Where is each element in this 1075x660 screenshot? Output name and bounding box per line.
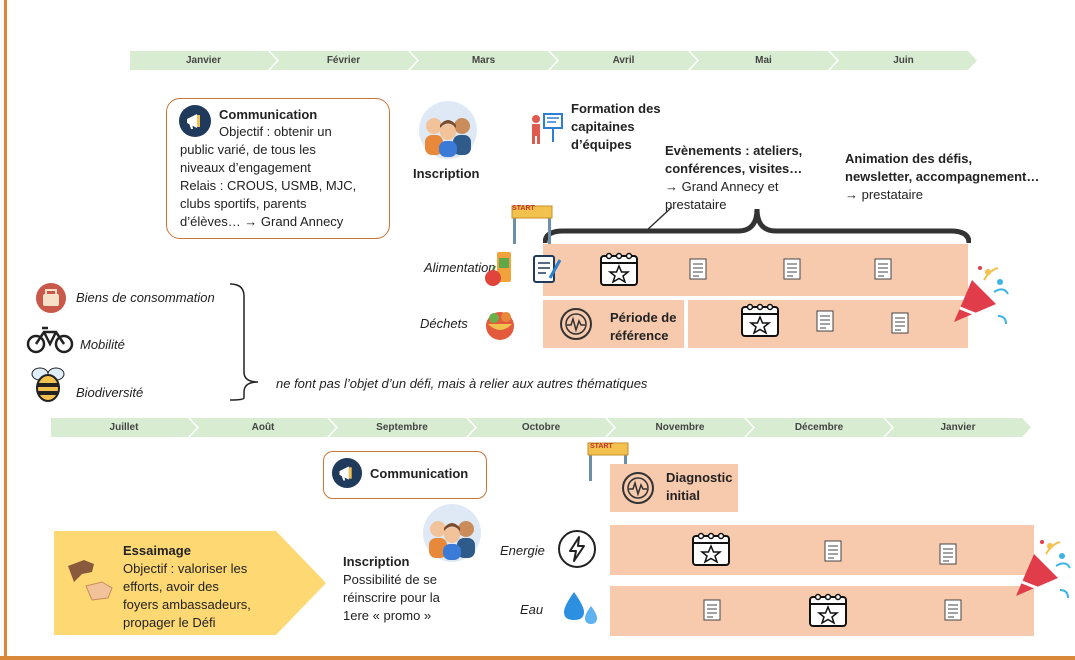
- document-icon: [703, 599, 721, 621]
- start-label: START: [512, 205, 535, 212]
- start-label: START: [590, 443, 613, 450]
- communication-text: Relais : CROUS, USMB, MJC,: [180, 178, 357, 193]
- document-icon: [891, 312, 909, 334]
- measure-icon: [560, 308, 592, 340]
- theme-label-energie: Energie: [500, 543, 545, 558]
- inscription-bottom-text: Possibilité de se: [343, 572, 437, 587]
- bottom-border: [0, 656, 1075, 660]
- month-label: Septembre: [329, 418, 475, 437]
- inscription-bottom-text: 1ere « promo »: [343, 608, 432, 623]
- month-label: Juin: [830, 51, 977, 70]
- communication-title-bottom: Communication: [370, 466, 469, 481]
- bee-icon: [31, 367, 65, 402]
- essaimage-title: Essaimage: [123, 543, 191, 558]
- evenements-text: conférences, visites…: [665, 161, 803, 176]
- diagnostic-text: Diagnostic: [666, 470, 733, 485]
- food-icon: [485, 252, 511, 286]
- communication-title: Communication: [219, 107, 318, 122]
- animation-text: Animation des défis,: [845, 151, 973, 166]
- waste-icon: [486, 312, 514, 340]
- month-label: Janvier: [130, 51, 277, 70]
- document-icon: [939, 543, 957, 565]
- diagnostic-text: initial: [666, 488, 700, 503]
- month-label: Novembre: [607, 418, 753, 437]
- periode-text: Période de: [610, 310, 677, 325]
- formation-text: Formation des: [571, 101, 661, 116]
- energie-band: [610, 525, 1034, 575]
- side-theme-label: Biens de consommation: [76, 290, 215, 305]
- calendar-star-icon: [600, 252, 638, 286]
- lightning-icon: [558, 530, 596, 568]
- month-label: Juillet: [51, 418, 197, 437]
- formation-text: d’équipes: [571, 137, 632, 152]
- theme-label-eau: Eau: [520, 602, 544, 617]
- curly-brace: [543, 208, 971, 244]
- document-icon: [689, 258, 707, 280]
- hands-icon: [68, 560, 113, 601]
- evenements-text: prestataire: [665, 197, 727, 212]
- evenements-text: Evènements : ateliers,: [665, 143, 803, 158]
- theme-label-alimentation: Alimentation: [424, 260, 496, 275]
- checklist-icon: [533, 255, 562, 283]
- timeline-bottom: Juillet Août Septembre Octobre Novembre …: [51, 418, 1024, 437]
- animation-text: newsletter, accompagnement…: [845, 169, 1040, 184]
- inscription-bottom-text: réinscrire pour la: [343, 590, 440, 605]
- essaimage-text: propager le Défi: [123, 615, 216, 630]
- document-icon: [824, 540, 842, 562]
- diagnostic-band: [610, 464, 738, 512]
- side-theme-label: Biodiversité: [76, 385, 144, 400]
- people-icon: [423, 504, 481, 562]
- essaimage-text: efforts, avoir des: [123, 579, 219, 594]
- megaphone-icon: [331, 457, 363, 489]
- inscription-label: Inscription: [413, 166, 480, 181]
- animation-text: → prestataire: [845, 187, 924, 202]
- start-flag-icon: [587, 442, 629, 481]
- measure-icon: [622, 472, 654, 504]
- water-drops-icon: [564, 592, 597, 624]
- month-label: Février: [270, 51, 417, 70]
- shopping-icon: [36, 283, 66, 313]
- side-theme-label: Mobilité: [80, 337, 125, 352]
- communication-text: d’élèves… → Grand Annecy: [180, 214, 344, 229]
- month-label: Décembre: [746, 418, 892, 437]
- essaimage-arrow-shape: [54, 531, 326, 635]
- communication-text: clubs sportifs, parents: [180, 196, 307, 211]
- document-icon: [944, 599, 962, 621]
- bicycle-icon: [26, 326, 74, 354]
- periode-text: référence: [610, 328, 669, 343]
- communication-text: Objectif : obtenir un: [219, 124, 332, 139]
- essaimage-text: foyers ambassadeurs,: [123, 597, 251, 612]
- megaphone-icon: [179, 105, 211, 137]
- month-label: Octobre: [468, 418, 614, 437]
- theme-label-dechets: Déchets: [420, 316, 468, 331]
- document-icon: [816, 310, 834, 332]
- calendar-star-icon: [809, 593, 847, 627]
- document-icon: [783, 258, 801, 280]
- party-popper-icon: [1016, 540, 1071, 599]
- month-label: Mai: [690, 51, 837, 70]
- side-note: ne font pas l’objet d’un défi, mais à re…: [276, 376, 648, 391]
- evenements-text: → Grand Annecy et: [665, 179, 779, 194]
- month-label: Mars: [410, 51, 557, 70]
- calendar-star-icon: [741, 303, 779, 337]
- essaimage-text: Objectif : valoriser les: [123, 561, 248, 576]
- pointer-line: [645, 206, 673, 232]
- party-popper-icon: [954, 266, 1009, 325]
- timeline-top: Janvier Février Mars Avril Mai Juin: [130, 51, 970, 70]
- communication-text: niveaux d’engagement: [180, 160, 311, 175]
- month-label: Août: [190, 418, 336, 437]
- people-icon: [419, 101, 477, 159]
- right-brace: [229, 283, 259, 401]
- presentation-icon: [532, 113, 563, 144]
- left-border: [4, 0, 7, 660]
- month-label: Avril: [550, 51, 697, 70]
- communication-text: public varié, de tous les: [180, 142, 316, 157]
- document-icon: [874, 258, 892, 280]
- inscription-bottom-title: Inscription: [343, 554, 410, 569]
- start-flag-icon: [511, 205, 553, 244]
- formation-text: capitaines: [571, 119, 635, 134]
- calendar-star-icon: [692, 532, 730, 566]
- month-label: Janvier: [885, 418, 1031, 437]
